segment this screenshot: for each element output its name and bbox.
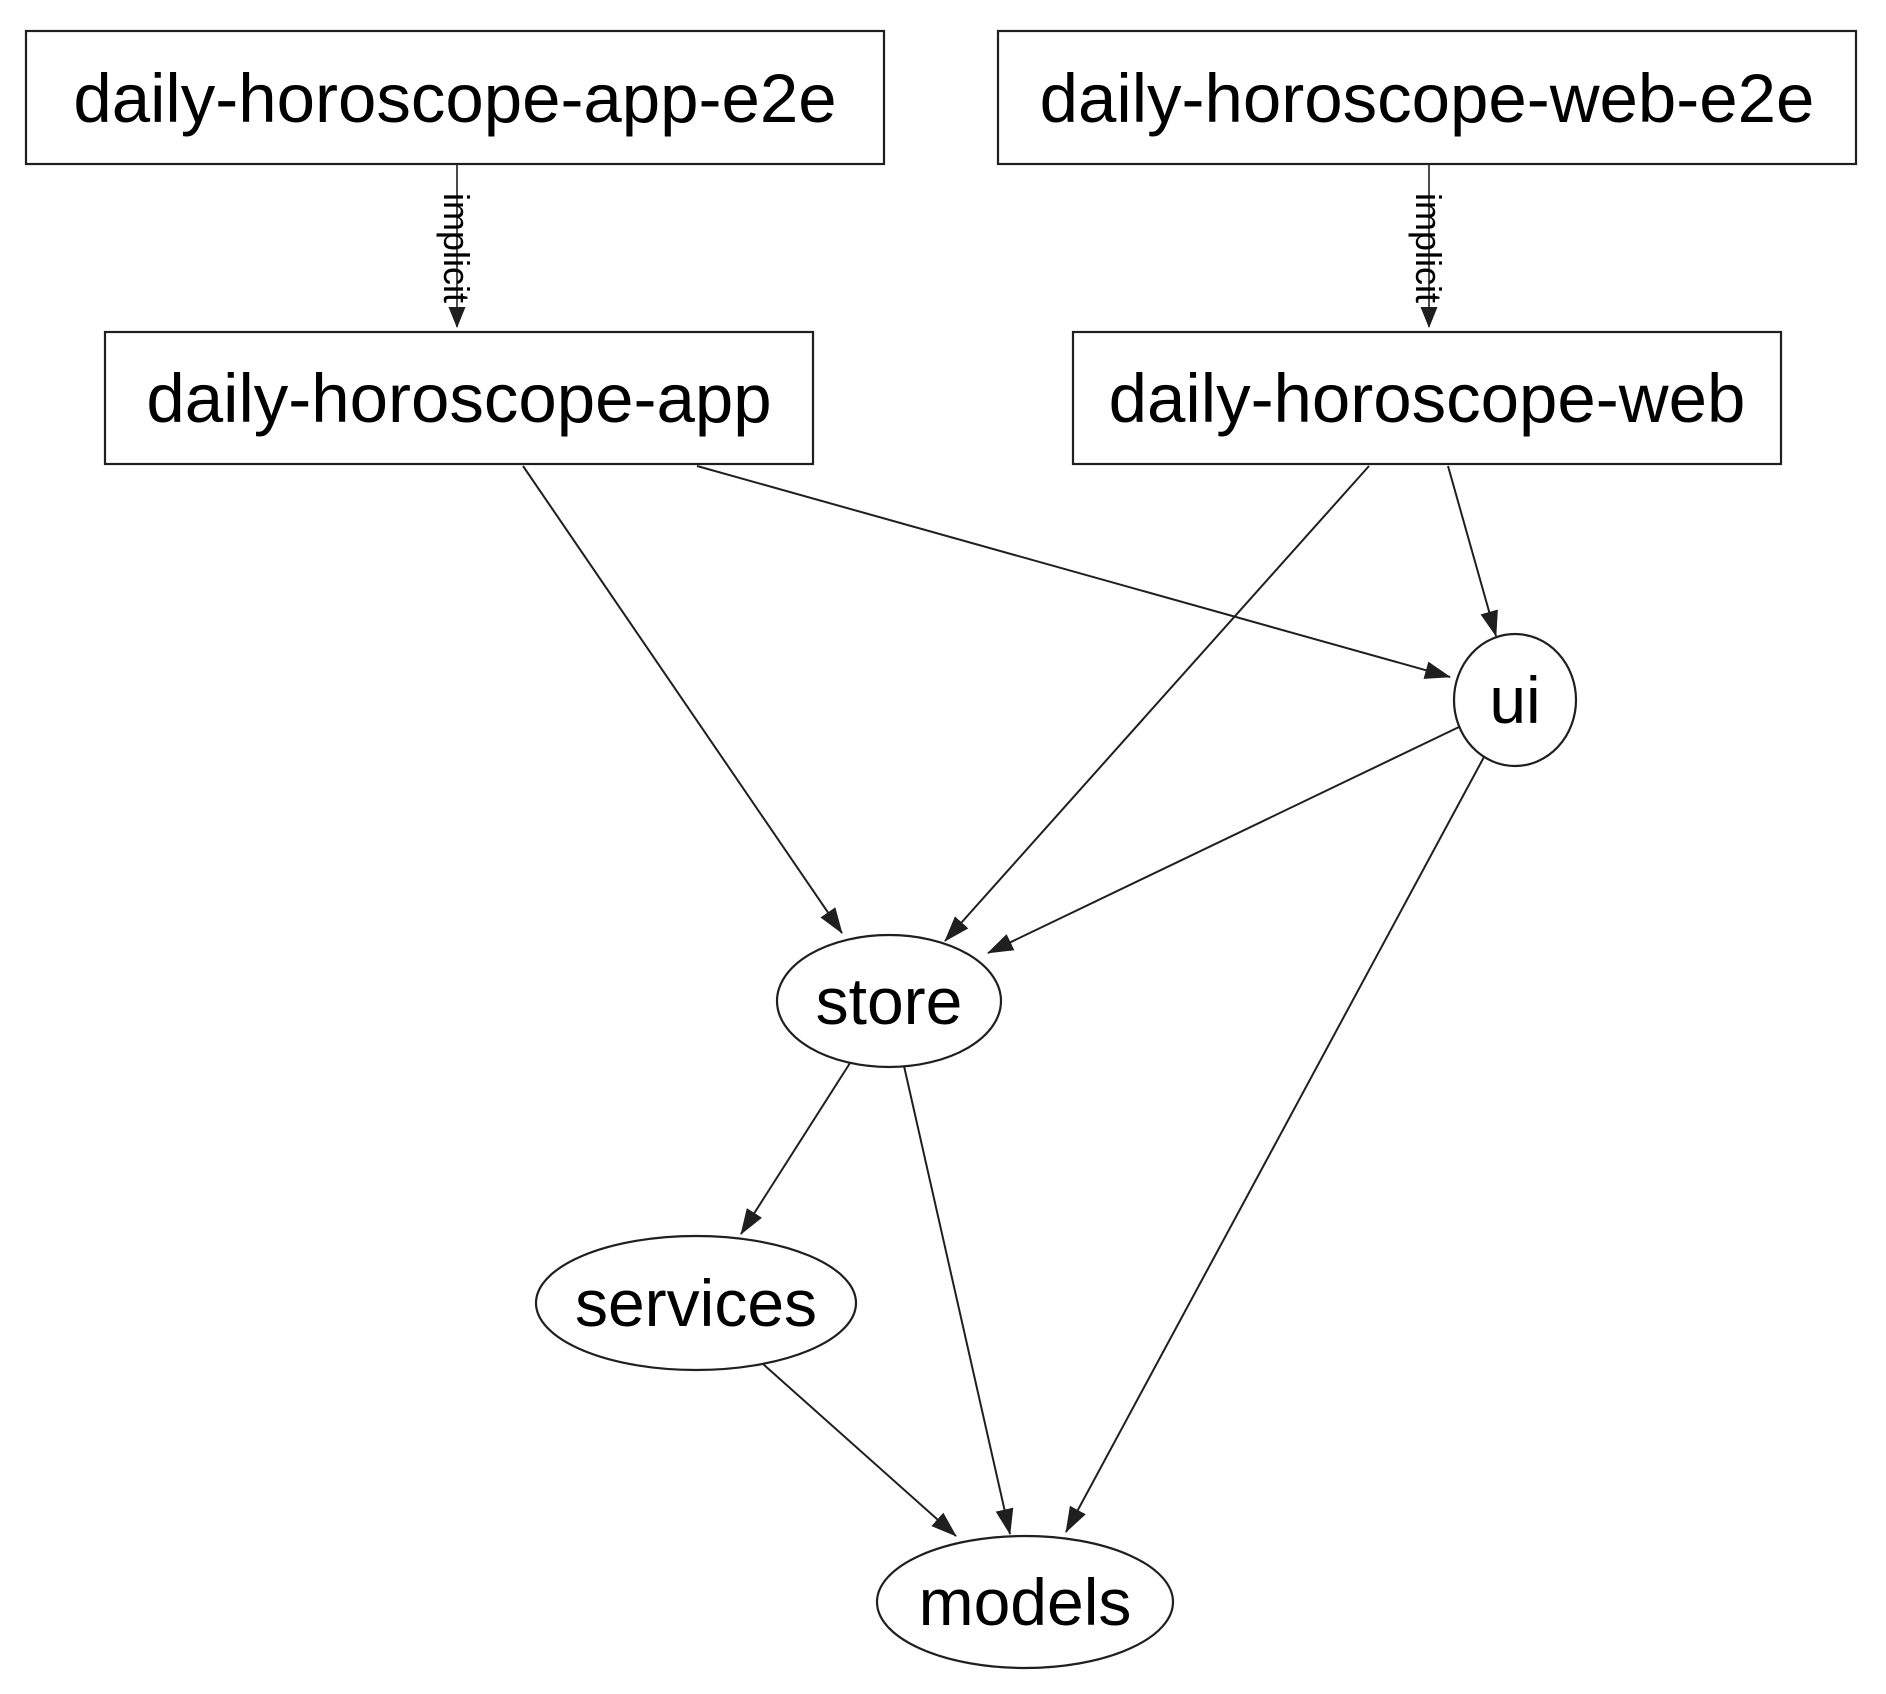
node-box-web[interactable] — [1071, 330, 1783, 466]
edge-ui-to-models — [1065, 756, 1485, 1533]
edge-services-to-models — [762, 1363, 957, 1537]
node-label-app-e2e: daily-horoscope-app-e2e — [73, 60, 836, 137]
edge-ui-to-store — [987, 726, 1460, 954]
node-ellipse-store[interactable] — [775, 933, 1003, 1069]
node-models[interactable]: models — [875, 1534, 1175, 1670]
node-daily-horoscope-app[interactable]: daily-horoscope-app — [103, 330, 815, 466]
node-label-models: models — [919, 1565, 1132, 1639]
node-label-ui: ui — [1489, 663, 1540, 737]
edge-app-to-ui — [696, 465, 1451, 679]
node-store[interactable]: store — [775, 933, 1003, 1069]
node-box-app-e2e[interactable] — [24, 29, 886, 166]
node-daily-horoscope-web[interactable]: daily-horoscope-web — [1071, 330, 1783, 466]
node-services[interactable]: services — [534, 1234, 858, 1372]
edge-web-to-store — [944, 465, 1370, 942]
node-box-app[interactable] — [103, 330, 815, 466]
edge-label-implicit-web: implicit — [1408, 193, 1449, 303]
node-ellipse-ui[interactable] — [1452, 632, 1578, 768]
node-label-store: store — [816, 964, 963, 1038]
edge-app-to-store — [522, 465, 843, 934]
edge-store-to-services — [740, 1062, 851, 1235]
edge-store-to-models — [903, 1065, 1014, 1535]
node-label-web-e2e: daily-horoscope-web-e2e — [1040, 60, 1815, 137]
node-ellipse-models[interactable] — [875, 1534, 1175, 1670]
edge-web-to-ui — [1447, 465, 1498, 637]
node-ui[interactable]: ui — [1452, 632, 1578, 768]
node-box-web-e2e[interactable] — [996, 29, 1858, 166]
node-daily-horoscope-web-e2e[interactable]: daily-horoscope-web-e2e — [996, 29, 1858, 166]
node-label-services: services — [575, 1266, 817, 1340]
node-label-app: daily-horoscope-app — [146, 360, 771, 437]
edges: implicit implicit — [436, 164, 1498, 1537]
node-daily-horoscope-app-e2e[interactable]: daily-horoscope-app-e2e — [24, 29, 886, 166]
node-label-web: daily-horoscope-web — [1109, 360, 1746, 437]
node-ellipse-services[interactable] — [534, 1234, 858, 1372]
edge-label-implicit-app: implicit — [436, 193, 477, 303]
